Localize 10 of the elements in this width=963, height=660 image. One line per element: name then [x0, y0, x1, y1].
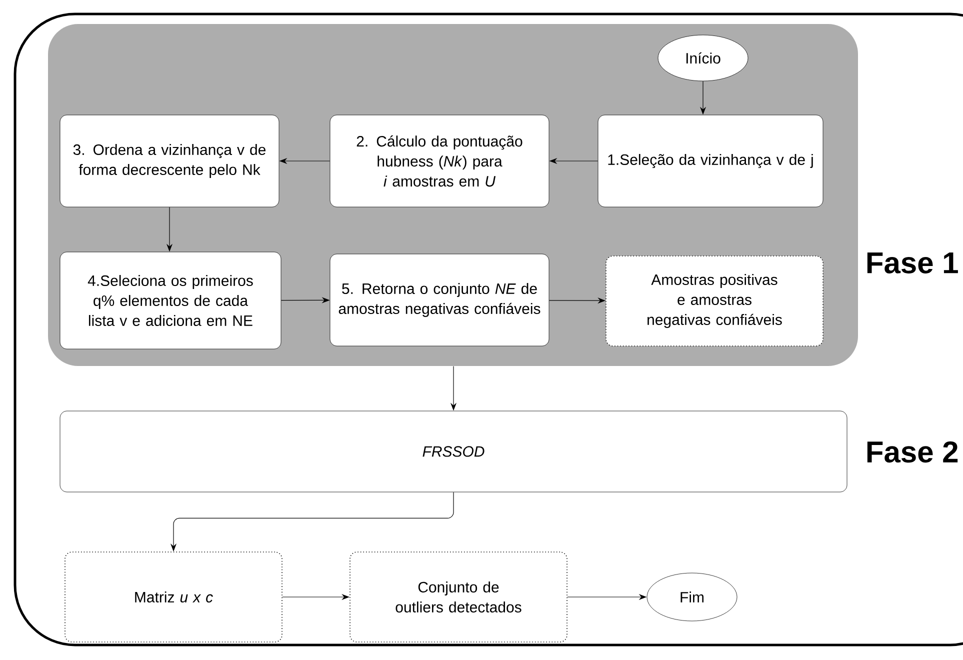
process-box: 2. Cálculo da pontuação hubness (Nk) para i amostras em U	[330, 114, 550, 208]
process-box: 1.Seleção da vizinhança v de j	[598, 114, 824, 208]
process-box: 3. Ordena a vizinhança v de forma decrescente pelo Nk	[60, 114, 280, 208]
process-box: 4.Seleciona os primeiros q% elementos de cada lista v e adiciona em NE	[60, 252, 282, 350]
output-box: Amostras positivas e amostras negativas confiáveis	[606, 256, 824, 346]
process-box: 5. Retorna o conjunto NE de amostras negativas confiáveis	[330, 254, 550, 346]
output-box: Matriz u x c	[64, 552, 282, 642]
phase-label: Fase 1	[867, 252, 958, 274]
process-box: FRSSOD	[60, 410, 848, 492]
output-box: Conjunto de outliers detectados	[350, 552, 568, 642]
